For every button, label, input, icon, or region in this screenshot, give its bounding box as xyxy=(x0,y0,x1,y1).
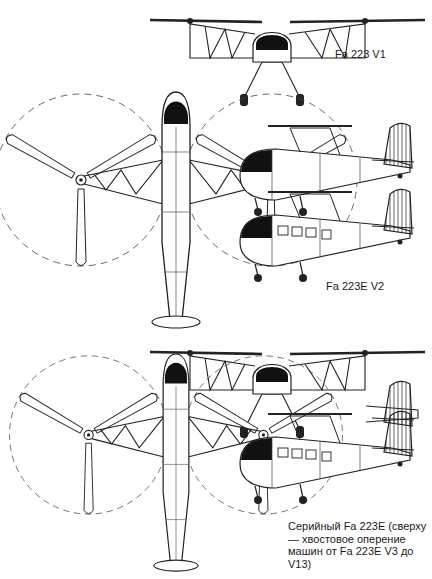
variant-label: Fa 223 V1 xyxy=(335,48,425,61)
drawing-stroke xyxy=(240,192,410,282)
variant-label: Fa 223E V2 xyxy=(326,280,426,293)
drawing-stroke xyxy=(150,18,425,106)
drawing-stroke xyxy=(278,226,331,239)
drawing-stroke xyxy=(278,448,331,461)
drawing-stroke xyxy=(372,123,414,168)
drawing-stroke xyxy=(372,189,414,234)
drawing-stroke xyxy=(240,414,410,504)
drawing-stroke xyxy=(240,411,414,504)
drawing-stroke xyxy=(372,411,414,456)
caption-text: Серийный Fa 223E (сверху — хвостовое опе… xyxy=(288,520,428,571)
drawing-stroke xyxy=(240,189,414,282)
drawing-stroke xyxy=(240,126,410,216)
